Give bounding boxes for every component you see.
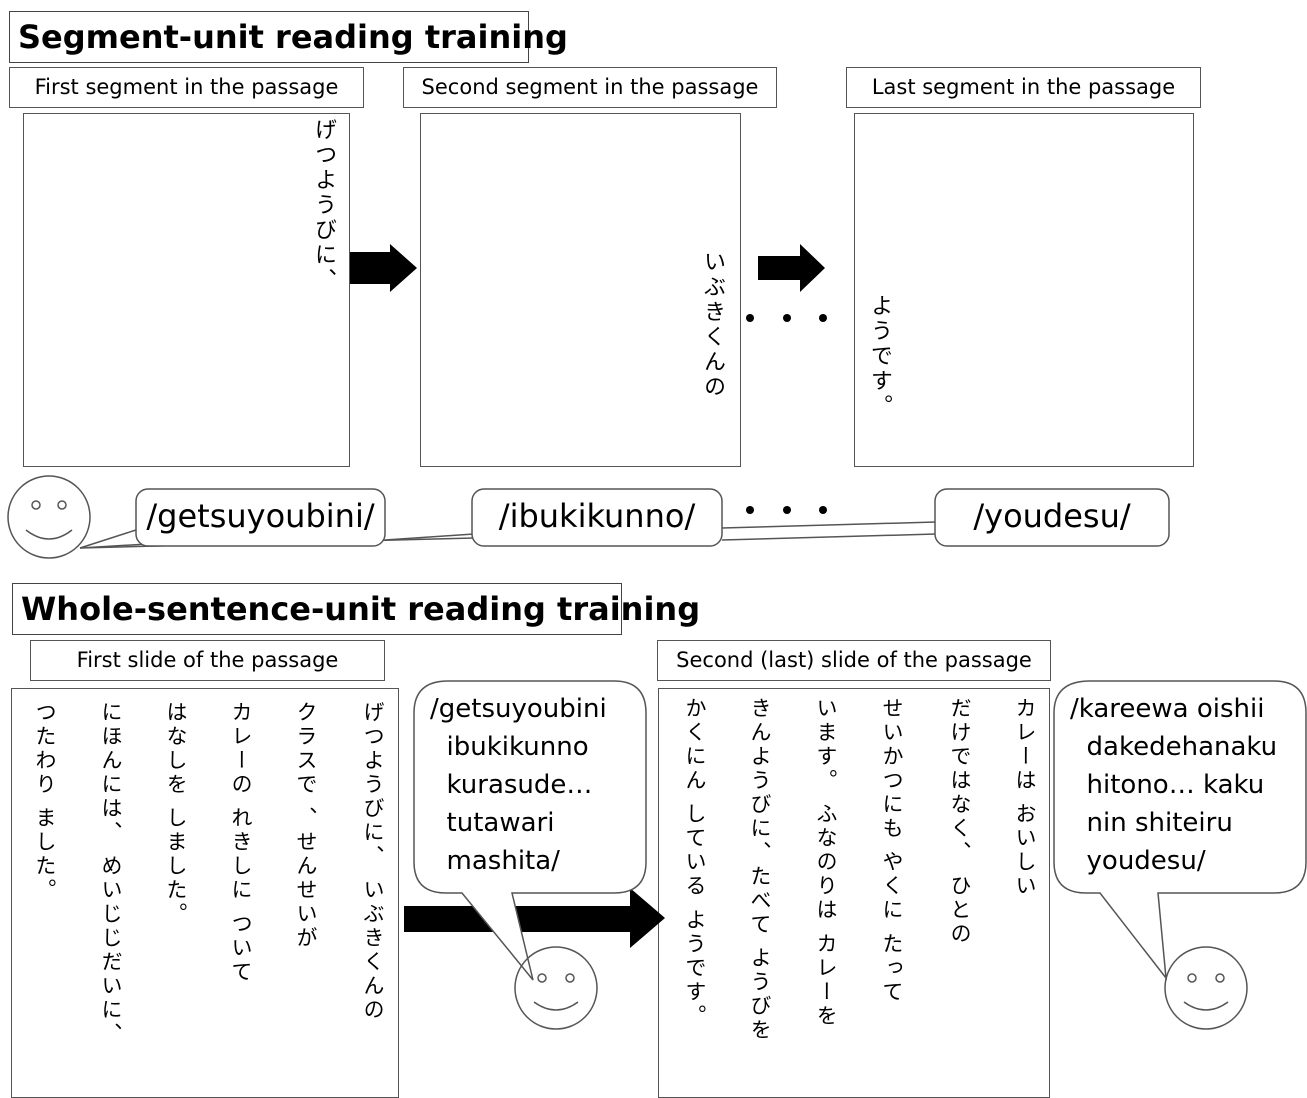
passage-column: きんようびに、たべて ようびを bbox=[748, 697, 772, 1043]
speech-pill-text-first: /getsuyoubini/ bbox=[146, 497, 375, 535]
passage-column: だけではなく、 ひとの bbox=[948, 697, 972, 947]
passage-column: げつようびに、 いぶきくんの bbox=[361, 701, 385, 1023]
passage-column: カレーは おいしい bbox=[1013, 697, 1037, 899]
segment-text-second: いぶきくんの bbox=[700, 250, 725, 400]
segment-text-first: げつようびに、 bbox=[311, 118, 336, 293]
caption-last-segment: Last segment in the passage bbox=[846, 67, 1201, 108]
passage-column: はなしを しました。 bbox=[164, 701, 188, 927]
whole-section-heading: Whole-sentence-unit reading training bbox=[12, 583, 700, 635]
slide-last-segment: ようです。 bbox=[854, 113, 1194, 467]
smiley-face-icon bbox=[514, 946, 598, 1030]
speech-pill bbox=[135, 488, 386, 547]
segment-section-heading: Segment-unit reading training bbox=[9, 11, 568, 63]
speech-bubble-text-second: /kareewa oishii dakedehanaku hitono… kak… bbox=[1070, 694, 1278, 876]
slide-second-passage: カレーは おいしい だけではなく、 ひとの せいかつにも やくに たって います… bbox=[658, 688, 1050, 1098]
passage-column: カレーの れきしに ついて bbox=[229, 701, 253, 985]
passage-column: つたわり ました。 bbox=[33, 701, 57, 903]
speech-pill-text-last: /youdesu/ bbox=[973, 497, 1131, 535]
passage-column: クラスで 、せんせいが bbox=[294, 701, 318, 951]
speech-bubble bbox=[1053, 680, 1307, 981]
slide-first-passage: げつようびに、 いぶきくんの クラスで 、せんせいが カレーの れきしに ついて… bbox=[11, 688, 399, 1098]
caption-first-segment: First segment in the passage bbox=[9, 67, 364, 108]
speech-pill bbox=[934, 488, 1170, 547]
smiley-face-icon bbox=[7, 475, 91, 559]
caption-first-slide: First slide of the passage bbox=[30, 640, 385, 681]
slide-second-segment: いぶきくんの bbox=[420, 113, 741, 467]
speech-bubble bbox=[413, 680, 647, 981]
passage-column: います。 ふなのりは カレーを bbox=[814, 697, 838, 1029]
caption-second-slide: Second (last) slide of the passage bbox=[657, 640, 1051, 681]
right-arrow-icon bbox=[758, 244, 825, 292]
right-arrow-icon bbox=[350, 244, 417, 292]
smiley-face-icon bbox=[1164, 946, 1248, 1030]
slide-first-segment: げつようびに、 bbox=[23, 113, 350, 467]
speech-bubble-text-first: /getsuyoubini ibukikunno kurasude… tutaw… bbox=[430, 694, 607, 876]
ellipsis-dots-middle bbox=[746, 506, 827, 514]
right-arrow-icon bbox=[404, 888, 665, 948]
ellipsis-dots-top bbox=[746, 314, 827, 322]
speech-pill bbox=[471, 488, 723, 547]
passage-column: かくにん している ようです。 bbox=[683, 697, 707, 1029]
passage-column: せいかつにも やくに たって bbox=[880, 697, 904, 1005]
speech-pill-text-second: /ibukikunno/ bbox=[498, 497, 696, 535]
segment-text-last: ようです。 bbox=[867, 294, 892, 419]
caption-second-segment: Second segment in the passage bbox=[403, 67, 777, 108]
passage-column: にほんには、 めいじじだいに、 bbox=[99, 701, 123, 1047]
